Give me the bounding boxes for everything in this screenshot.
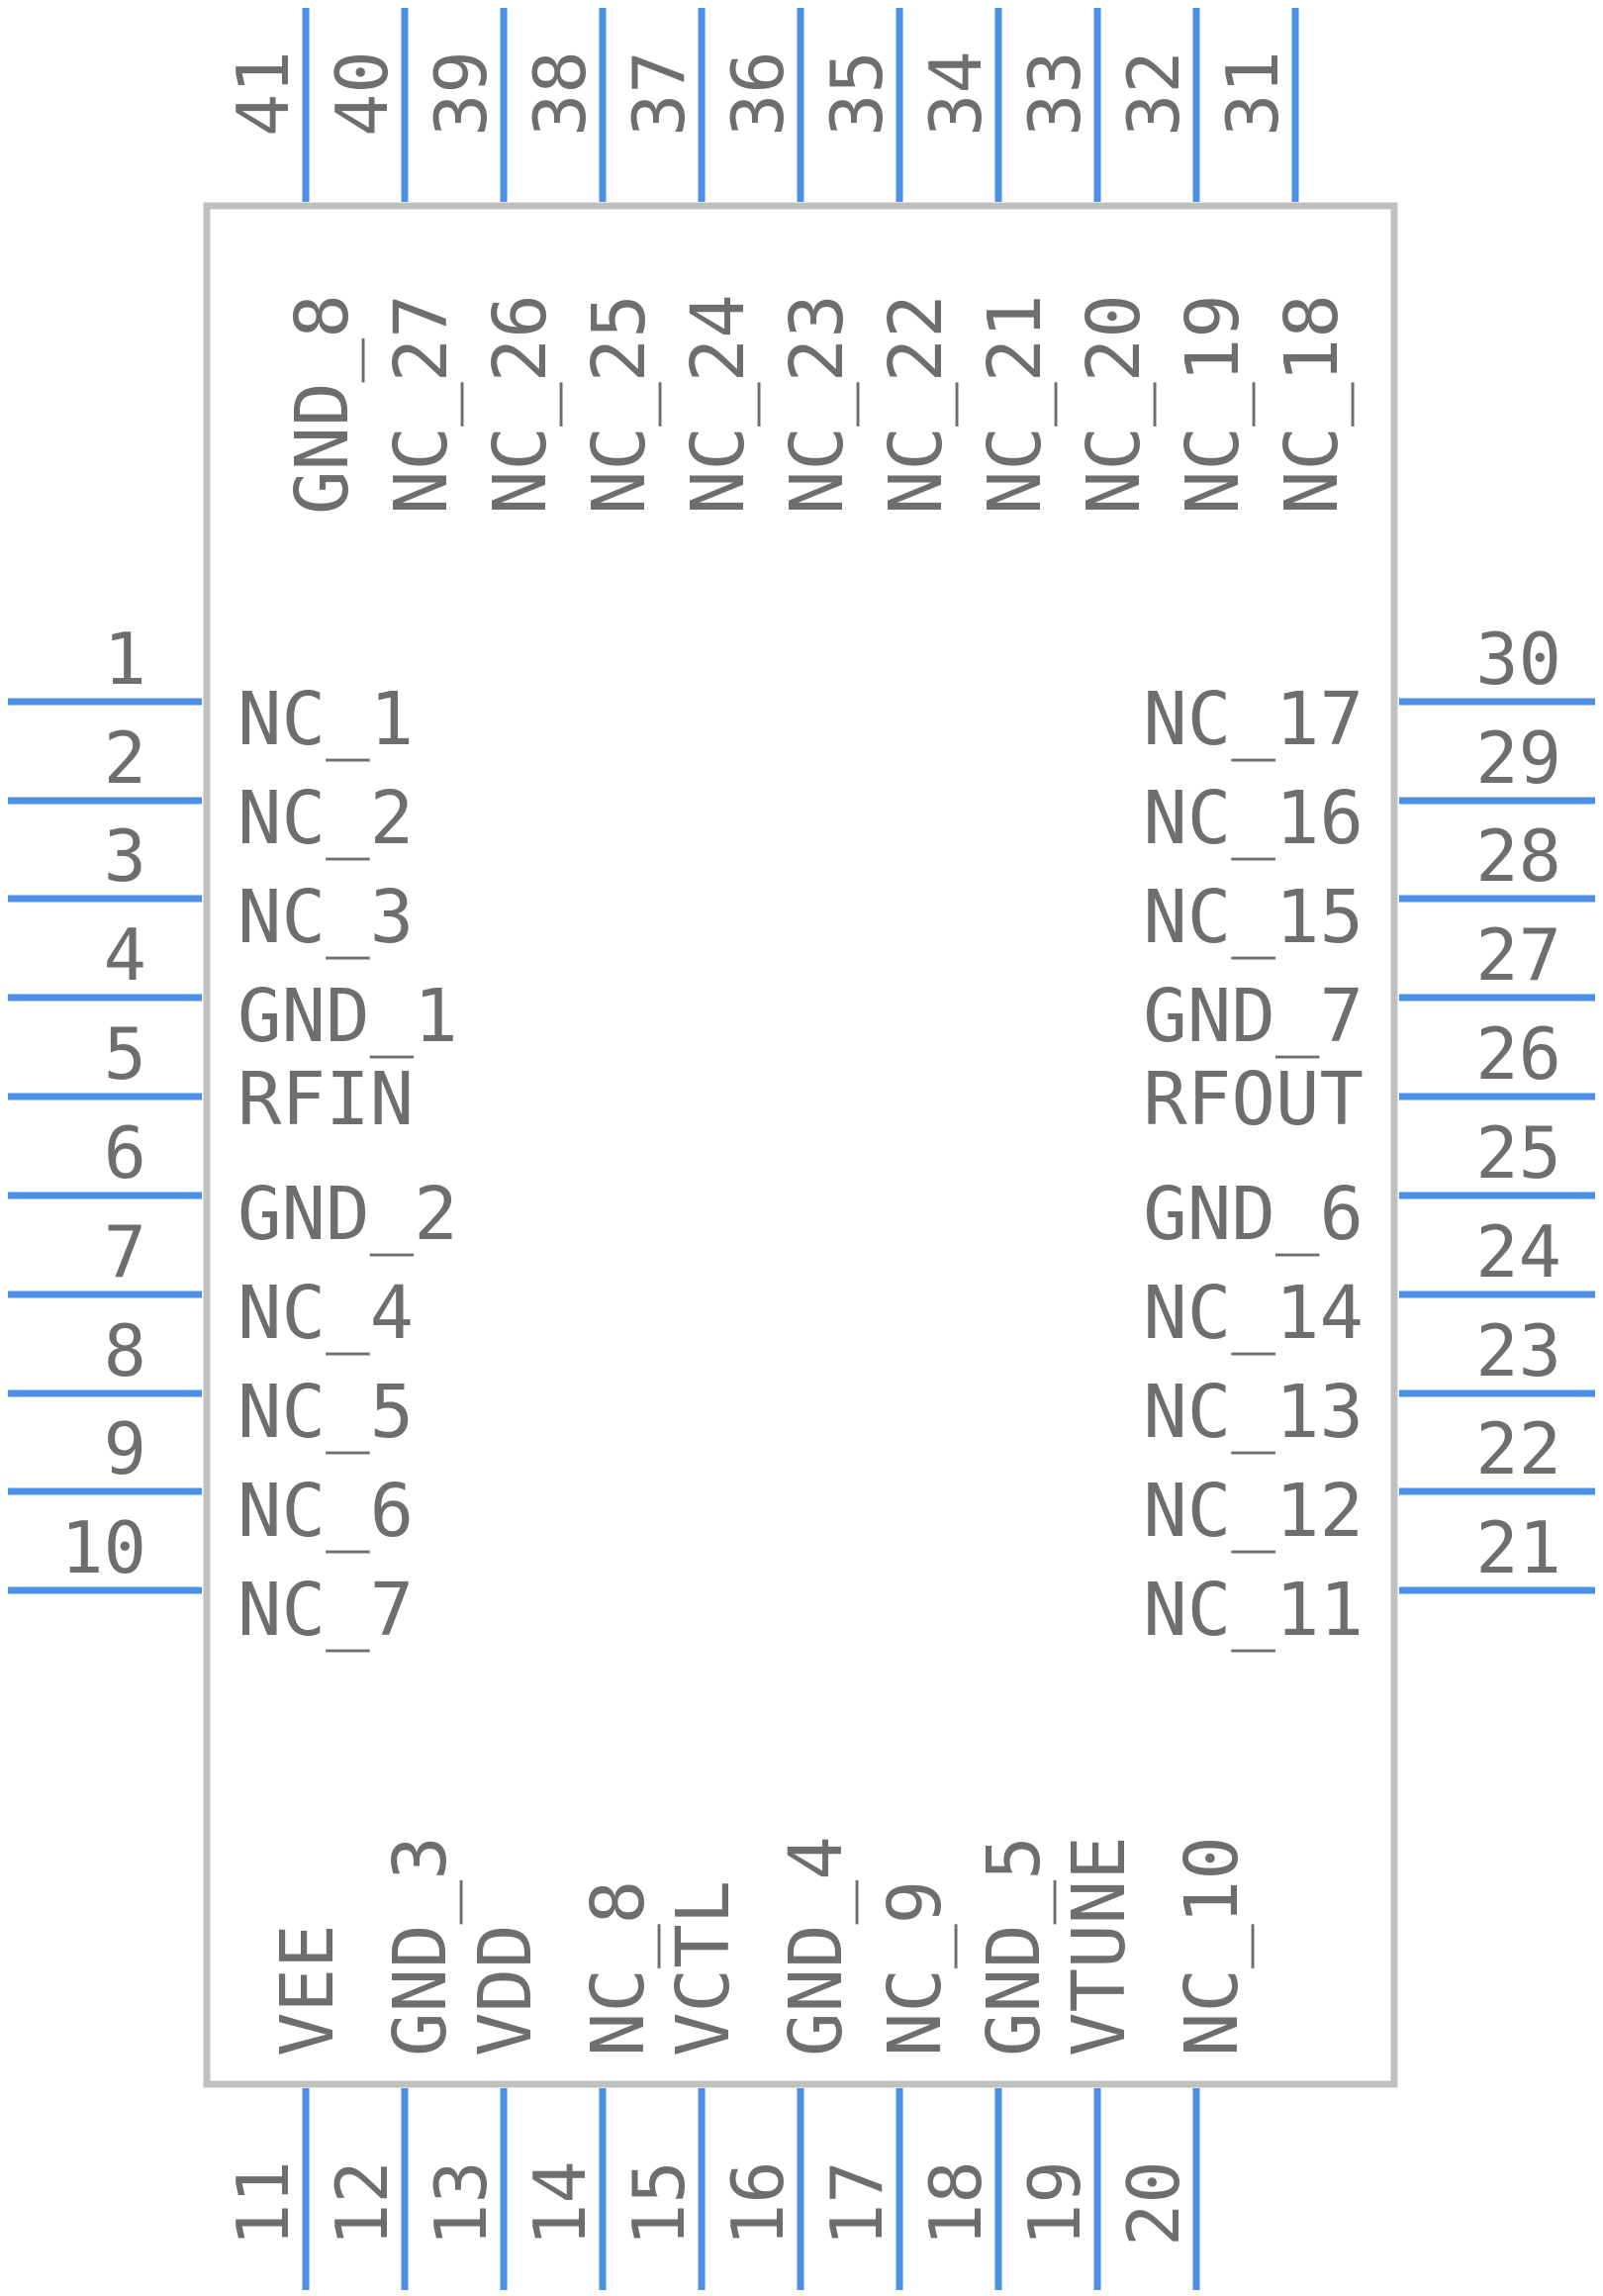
pin-label-16: GND_4 xyxy=(774,1836,859,2057)
pin-number-28: 28 xyxy=(1475,814,1561,898)
pin-lines xyxy=(8,8,1595,2290)
pin-label-21: NC_11 xyxy=(1143,1568,1364,1653)
pin-label-36: NC_23 xyxy=(775,294,860,515)
pin-label-29: NC_16 xyxy=(1143,776,1364,861)
pin-label-24: NC_14 xyxy=(1143,1271,1364,1356)
pin-number-32: 32 xyxy=(1112,50,1195,137)
pin-label-28: NC_15 xyxy=(1143,875,1364,960)
pin-label-41: GND_8 xyxy=(280,294,365,515)
pin-number-14: 14 xyxy=(519,2160,602,2247)
pin-number-9: 9 xyxy=(104,1407,146,1490)
pin-label-19: VTUNE xyxy=(1057,1836,1142,2057)
pin-number-12: 12 xyxy=(321,2160,404,2247)
pin-label-23: NC_13 xyxy=(1143,1370,1364,1455)
pin-number-21: 21 xyxy=(1475,1506,1561,1589)
pin-number-38: 38 xyxy=(519,50,602,137)
pin-number-33: 33 xyxy=(1013,50,1096,137)
pin-label-38: NC_25 xyxy=(577,294,662,515)
pin-label-18: GND_5 xyxy=(972,1836,1057,2057)
pin-label-22: NC_12 xyxy=(1143,1469,1364,1554)
pin-number-34: 34 xyxy=(914,50,997,137)
pin-number-41: 41 xyxy=(222,50,305,137)
pin-number-24: 24 xyxy=(1475,1210,1561,1293)
pin-number-23: 23 xyxy=(1475,1309,1561,1392)
pin-label-9: NC_6 xyxy=(237,1469,414,1554)
pin-label-4: GND_1 xyxy=(237,974,458,1059)
pin-number-15: 15 xyxy=(617,2160,701,2247)
pin-label-32: NC_19 xyxy=(1171,294,1256,515)
pin-label-17: NC_9 xyxy=(873,1880,958,2057)
pin-label-8: NC_5 xyxy=(237,1370,414,1455)
pin-label-15: VCTL xyxy=(661,1880,746,2057)
pin-number-3: 3 xyxy=(104,814,146,898)
pin-label-31: NC_18 xyxy=(1270,294,1355,515)
pin-number-10: 10 xyxy=(60,1506,146,1589)
pin-label-2: NC_2 xyxy=(237,776,414,861)
pin-number-27: 27 xyxy=(1475,913,1561,997)
pin-number-1: 1 xyxy=(104,618,146,701)
pin-number-16: 16 xyxy=(716,2160,800,2247)
pin-number-22: 22 xyxy=(1475,1407,1561,1490)
pin-number-30: 30 xyxy=(1475,618,1561,701)
pin-number-4: 4 xyxy=(104,913,146,997)
pin-number-40: 40 xyxy=(321,50,404,137)
pin-label-30: NC_17 xyxy=(1143,677,1364,762)
pin-number-11: 11 xyxy=(222,2160,305,2247)
pin-number-26: 26 xyxy=(1475,1012,1561,1096)
pin-label-10: NC_7 xyxy=(237,1568,414,1653)
pin-label-3: NC_3 xyxy=(237,875,414,960)
pin-label-12: GND_3 xyxy=(378,1836,463,2057)
pin-number-18: 18 xyxy=(914,2160,997,2247)
pin-number-19: 19 xyxy=(1013,2160,1096,2247)
pin-number-31: 31 xyxy=(1211,50,1294,137)
pin-label-26: RFOUT xyxy=(1143,1057,1364,1142)
pin-label-33: NC_20 xyxy=(1072,294,1157,515)
pin-text: 1NC_12NC_23NC_34GND_15RFIN6GND_27NC_48NC… xyxy=(60,50,1561,2247)
pin-label-11: VEE xyxy=(265,1924,350,2057)
pin-label-1: NC_1 xyxy=(237,677,414,762)
pin-label-37: NC_24 xyxy=(676,294,761,515)
pin-number-8: 8 xyxy=(104,1309,146,1392)
pin-label-40: NC_27 xyxy=(379,294,464,515)
pin-label-27: GND_7 xyxy=(1143,974,1364,1059)
pin-number-7: 7 xyxy=(104,1210,146,1293)
component-body xyxy=(203,202,1398,2088)
pin-label-34: NC_21 xyxy=(973,294,1058,515)
pin-number-17: 17 xyxy=(815,2160,898,2247)
pin-label-5: RFIN xyxy=(237,1057,414,1142)
pin-number-29: 29 xyxy=(1475,717,1561,800)
pin-label-14: NC_8 xyxy=(576,1880,661,2057)
pin-label-6: GND_2 xyxy=(237,1172,458,1257)
pin-label-25: GND_6 xyxy=(1143,1172,1364,1257)
pin-number-35: 35 xyxy=(815,50,898,137)
pin-number-2: 2 xyxy=(104,717,146,800)
pin-number-20: 20 xyxy=(1112,2160,1195,2247)
pin-number-25: 25 xyxy=(1475,1111,1561,1195)
pin-label-7: NC_4 xyxy=(237,1271,414,1356)
pin-number-37: 37 xyxy=(617,50,701,137)
pin-label-20: NC_10 xyxy=(1170,1836,1255,2057)
pin-label-35: NC_22 xyxy=(874,294,959,515)
pin-number-6: 6 xyxy=(104,1111,146,1195)
pin-number-13: 13 xyxy=(420,2160,503,2247)
pin-number-5: 5 xyxy=(104,1012,146,1096)
pin-label-39: NC_26 xyxy=(478,294,563,515)
pin-number-39: 39 xyxy=(420,50,503,137)
pin-label-13: VDD xyxy=(463,1924,548,2057)
pin-number-36: 36 xyxy=(716,50,800,137)
